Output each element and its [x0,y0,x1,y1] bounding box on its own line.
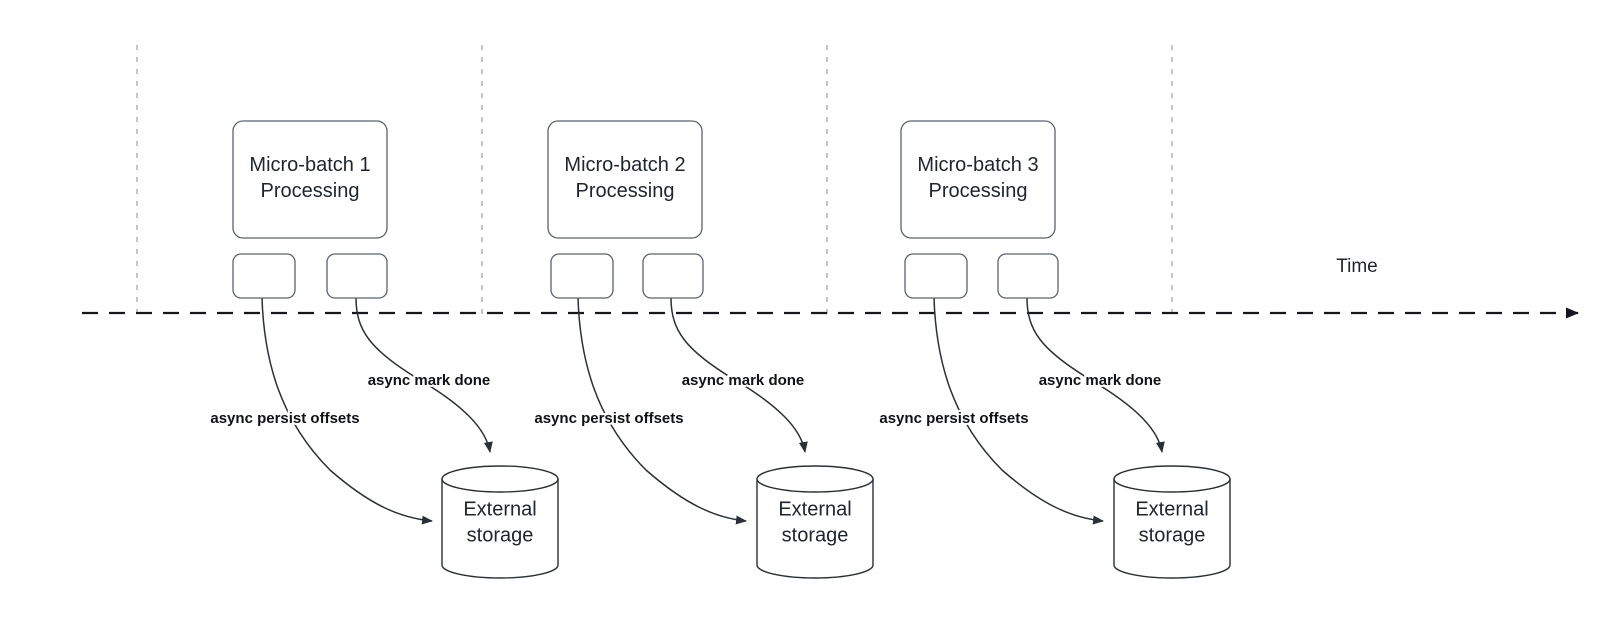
timeline-label: Time [1336,256,1378,277]
process-box-outline [232,120,388,239]
cylinder-top [1113,465,1231,493]
task-box-mark-task[interactable] [326,253,388,299]
edge-async-mark-done [1026,297,1165,453]
process-box-micro-batch-2[interactable]: Micro-batch 2 Processing [547,120,703,239]
storage-label-line2: storage [782,524,849,546]
edge-async-mark-done [670,297,808,453]
edge-label-async-persist-offsets: async persist offsets [879,410,1028,427]
task-box-persist-task[interactable] [550,253,614,299]
timeline-axis-group: Time [82,256,1579,319]
edge-async-persist-offsets [261,297,433,525]
storage-label-line1: External [778,498,851,520]
cylinder-top [441,465,559,493]
edge-label-async-persist-offsets: async persist offsets [210,410,359,427]
edge-label-async-mark-done: async mark done [368,372,491,389]
edge-label-async-mark-done: async mark done [1039,372,1162,389]
task-box-mark-task[interactable] [642,253,704,299]
process-box-micro-batch-3[interactable]: Micro-batch 3 Processing [900,120,1056,239]
edge-async-mark-done [355,297,493,453]
process-box-outline [547,120,703,239]
process-box-label-line1: Micro-batch 1 [249,154,370,176]
process-box-label-line1: Micro-batch 2 [564,154,685,176]
task-box-persist-task[interactable] [232,253,296,299]
process-box-label-line2: Processing [576,180,675,202]
edge-async-persist-offsets [577,297,747,525]
cylinder-body [1113,478,1231,579]
time-dividers [136,45,1173,316]
storage-label-line2: storage [467,524,534,546]
storage-label-line1: External [463,498,536,520]
storage-cylinder-micro-batch-1[interactable]: External storage [441,465,559,579]
process-box-label-line2: Processing [929,180,1028,202]
cylinder-body [756,478,874,579]
process-box-micro-batch-1[interactable]: Micro-batch 1 Processing [232,120,388,239]
task-box-persist-task[interactable] [904,253,968,299]
edge-label-async-mark-done: async mark done [682,372,805,389]
cylinder-top [756,465,874,493]
cylinder-body [441,478,559,579]
storage-cylinder-micro-batch-2[interactable]: External storage [756,465,874,579]
edge-label-async-persist-offsets: async persist offsets [534,410,683,427]
storage-label-line2: storage [1139,524,1206,546]
process-box-outline [900,120,1056,239]
process-box-label-line1: Micro-batch 3 [917,154,1038,176]
process-box-label-line2: Processing [261,180,360,202]
storage-label-line1: External [1135,498,1208,520]
task-box-mark-task[interactable] [997,253,1059,299]
storage-cylinder-micro-batch-3[interactable]: External storage [1113,465,1231,579]
edge-async-persist-offsets [933,297,1104,525]
